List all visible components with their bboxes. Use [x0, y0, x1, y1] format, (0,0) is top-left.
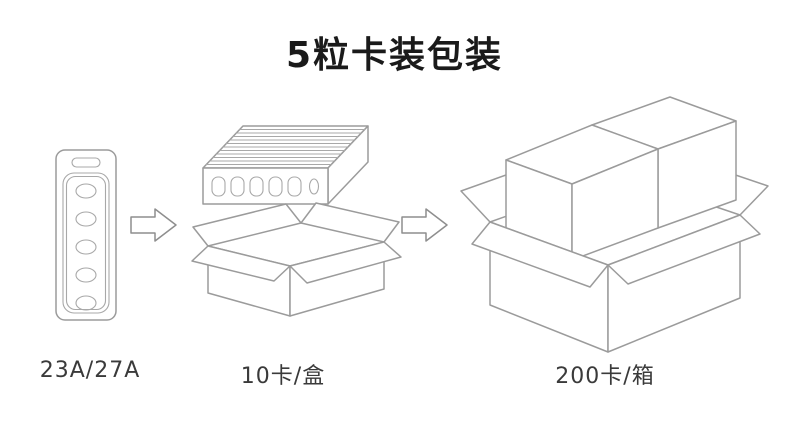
stage-label-blister-card: 23A/27A: [39, 358, 141, 383]
right-arrow-icon: [401, 208, 448, 242]
blister-card-illustration: [55, 149, 117, 321]
right-arrow-icon: [130, 208, 177, 242]
stage-label-master-carton: 200卡/箱: [555, 364, 655, 389]
open-box-illustration: [191, 202, 402, 317]
master-carton-illustration: [460, 96, 769, 353]
card-stack-illustration: [202, 125, 369, 205]
page-title: 5粒卡装包装: [285, 35, 504, 76]
stage-label-inner-box: 10卡/盒: [240, 364, 326, 389]
